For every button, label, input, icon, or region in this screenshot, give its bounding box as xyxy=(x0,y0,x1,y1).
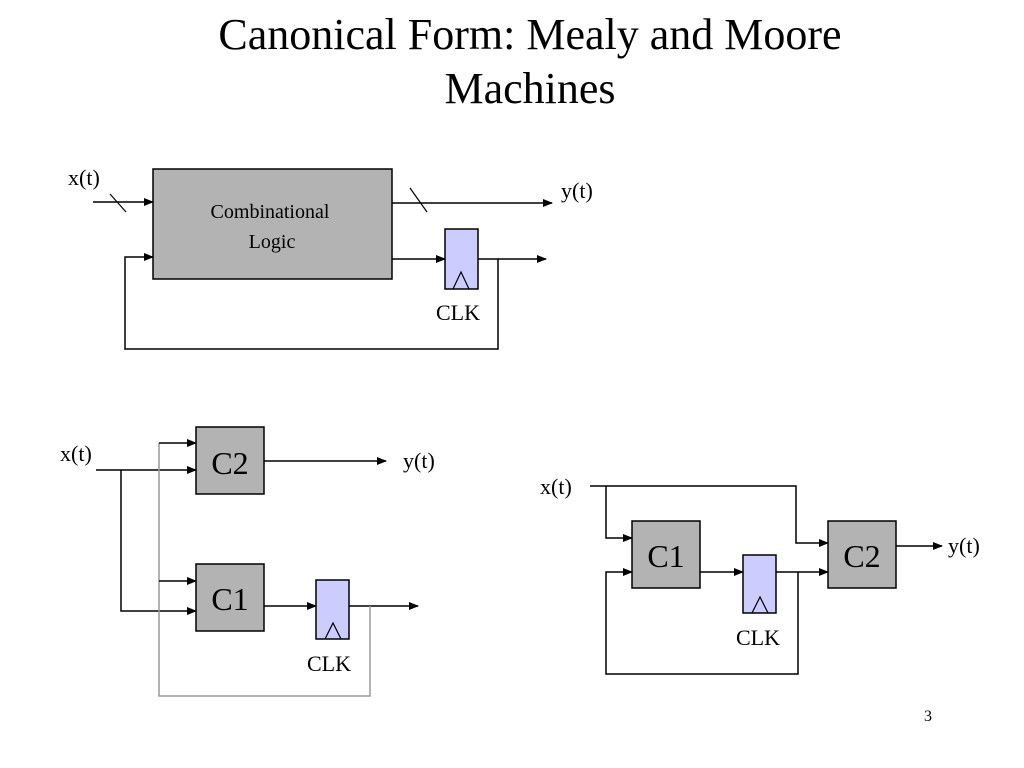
top-input-label: x(t) xyxy=(68,165,100,190)
moore-output-label: y(t) xyxy=(948,533,980,558)
moore-c2-block xyxy=(827,520,897,589)
top-feedback-wire xyxy=(124,253,499,350)
mealy-output-label: y(t) xyxy=(403,448,435,473)
moore-flip-flop xyxy=(742,554,777,614)
title-line-1: Canonical Form: Mealy and Moore xyxy=(218,10,842,59)
top-output-label: y(t) xyxy=(561,178,593,203)
moore-c1-block xyxy=(631,520,701,589)
mealy-clock-triangle-icon xyxy=(324,621,342,640)
moore-diagram: C1 C2 x(t) CLK y(t) xyxy=(540,474,980,675)
moore-feedback-wire xyxy=(605,568,799,675)
moore-c2-label: C2 xyxy=(843,538,880,574)
top-clock-triangle-icon xyxy=(452,270,470,290)
mealy-input-label: x(t) xyxy=(60,441,92,466)
slide-title: Canonical Form: Mealy and Moore Machines xyxy=(100,8,960,116)
top-input-bus-slash xyxy=(109,193,127,213)
top-clock-label: CLK xyxy=(436,300,480,325)
moore-clock-triangle-icon xyxy=(751,595,769,614)
mealy-c1-label: C1 xyxy=(211,581,248,617)
mealy-c2-block xyxy=(195,426,265,495)
mealy-c2-label: C2 xyxy=(211,445,248,481)
moore-clock-label: CLK xyxy=(736,625,780,650)
moore-input-to-c2-wire xyxy=(590,485,829,547)
moore-input-to-c1-wire xyxy=(605,486,633,542)
combinational-logic-label-1: Combinational xyxy=(211,201,330,223)
mealy-feedback-wire xyxy=(158,443,371,697)
mealy-flip-flop xyxy=(315,579,350,640)
combinational-logic-label-2: Logic xyxy=(249,231,296,253)
mealy-input-wire xyxy=(96,469,197,615)
moore-input-label: x(t) xyxy=(540,474,572,499)
mealy-clock-label: CLK xyxy=(307,651,351,676)
top-diagram: Combinational Logic x(t) y(t) CLK xyxy=(68,165,593,350)
moore-c1-label: C1 xyxy=(647,538,684,574)
mealy-c1-block xyxy=(195,563,265,632)
mealy-diagram: C2 C1 x(t) y(t) CLK xyxy=(60,426,435,697)
title-line-2: Machines xyxy=(444,64,616,113)
combinational-logic-block xyxy=(152,168,393,280)
page-number: 3 xyxy=(924,708,932,725)
top-output-bus-slash xyxy=(409,187,428,213)
top-flip-flop xyxy=(444,228,479,290)
